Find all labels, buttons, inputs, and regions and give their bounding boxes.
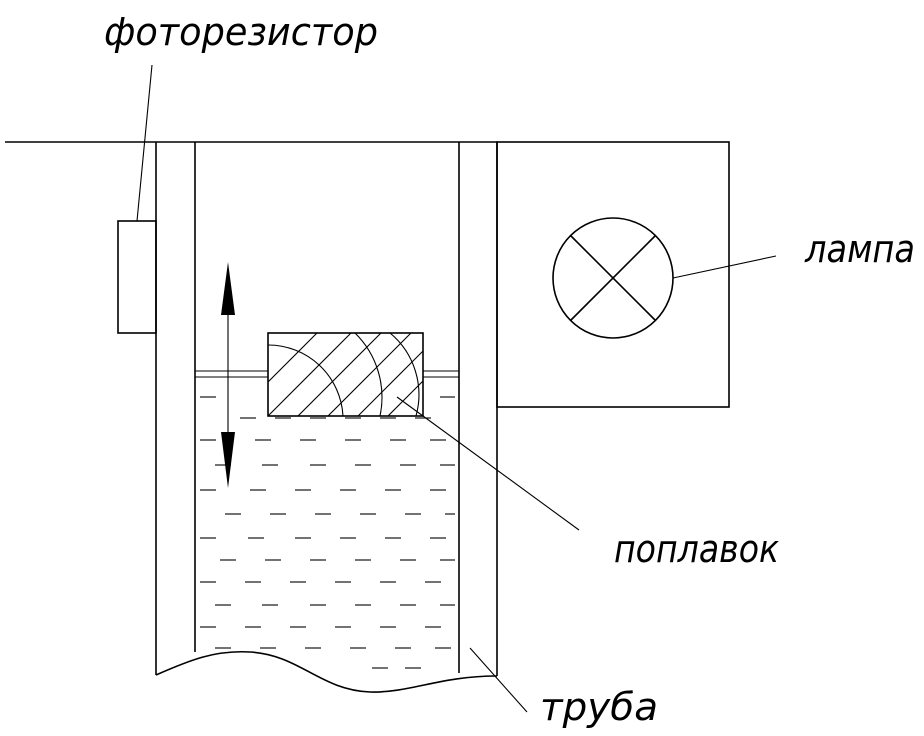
float-label: поплавок (614, 527, 779, 571)
water-dashes (200, 396, 455, 669)
pipe-break-line (155, 650, 498, 693)
lamp-symbol (552, 217, 674, 339)
lamp-leader (672, 255, 777, 279)
float-leader (396, 396, 580, 531)
pipe-right-wall (458, 142, 498, 676)
movement-arrow (221, 262, 235, 488)
photoresistor-box (117, 220, 157, 334)
photoresistor-leader (136, 64, 153, 222)
float (267, 332, 424, 417)
pipe-leader (469, 647, 528, 713)
lamp-label: лампа (804, 227, 915, 271)
photoresistor-label: фоторезистор (104, 10, 378, 54)
pipe-label: труба (540, 685, 658, 729)
lamp-housing (496, 141, 730, 408)
water-surface (195, 370, 459, 378)
pipe-left-wall (155, 142, 196, 675)
